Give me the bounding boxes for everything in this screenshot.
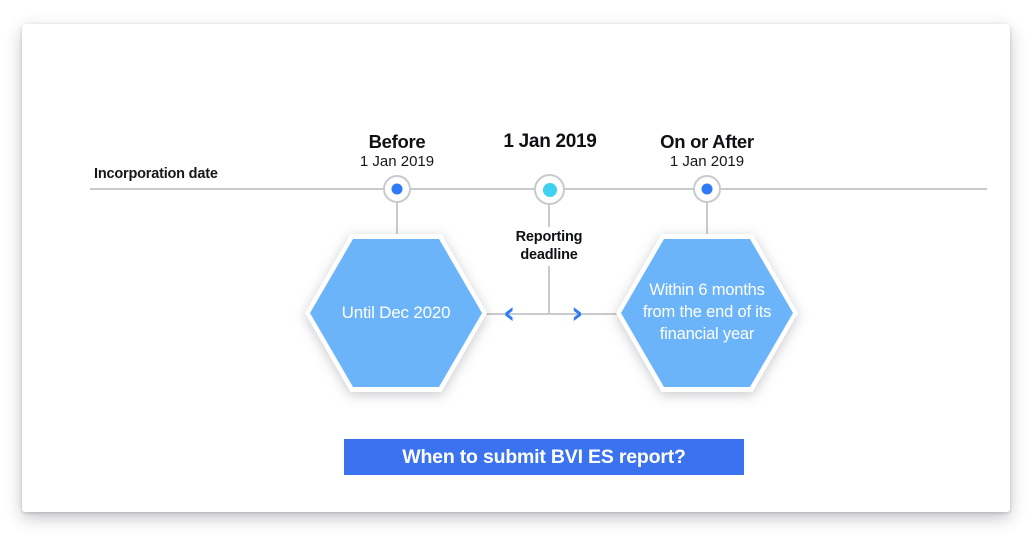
reporting-deadline-line2: deadline bbox=[520, 246, 578, 263]
hexagon-text-right: Within 6 months from the end of its fina… bbox=[629, 280, 785, 345]
hexagon-text-right-line2: from the end of its bbox=[642, 303, 772, 322]
axis-label-incorporation-date: Incorporation date bbox=[94, 166, 218, 182]
hexagon-text-left-line1: Until Dec 2020 bbox=[341, 302, 451, 322]
hexagon-fill-left: Until Dec 2020 bbox=[310, 239, 482, 387]
hexagon-outline-right: Within 6 months from the end of its fina… bbox=[616, 234, 798, 392]
milestone-title-on-or-after: On or After bbox=[660, 131, 754, 152]
milestone-dot-on-or-after bbox=[701, 183, 713, 195]
hexagon-fill-right: Within 6 months from the end of its fina… bbox=[621, 239, 793, 387]
question-banner: When to submit BVI ES report? bbox=[344, 439, 744, 475]
milestone-marker-before[interactable] bbox=[383, 175, 411, 203]
milestone-dot-before bbox=[391, 183, 403, 195]
milestone-title-on-date: 1 Jan 2019 bbox=[503, 131, 597, 152]
stem-line-left bbox=[396, 203, 398, 239]
hexagon-outline-left: Until Dec 2020 bbox=[305, 234, 487, 392]
milestone-caption-before: Before 1 Jan 2019 bbox=[317, 131, 477, 172]
reporting-deadline-line1: Reporting bbox=[515, 229, 583, 245]
chevron-left-icon: ‹ bbox=[503, 296, 516, 331]
milestone-subtitle-on-or-after: 1 Jan 2019 bbox=[669, 153, 745, 171]
stem-line-right bbox=[706, 203, 708, 239]
hexagon-text-left: Until Dec 2020 bbox=[328, 302, 465, 324]
milestone-caption-on-date: 1 Jan 2019 bbox=[470, 131, 630, 153]
milestone-title-before: Before bbox=[368, 131, 426, 152]
connector-line-left bbox=[482, 313, 549, 315]
hexagon-text-right-line3: financial year bbox=[659, 324, 755, 343]
hexagon-text-right-line1: Within 6 months bbox=[649, 281, 765, 300]
connector-line-right bbox=[549, 313, 619, 315]
milestone-caption-on-or-after: On or After 1 Jan 2019 bbox=[627, 131, 787, 172]
milestone-marker-on-date[interactable] bbox=[534, 174, 565, 205]
milestone-dot-on-date bbox=[542, 182, 557, 197]
hexagon-until-dec-2020: Until Dec 2020 bbox=[305, 234, 487, 392]
chevron-right-icon: › bbox=[571, 296, 584, 331]
hexagon-within-6-months: Within 6 months from the end of its fina… bbox=[616, 234, 798, 392]
milestone-subtitle-before: 1 Jan 2019 bbox=[359, 153, 435, 171]
milestone-marker-on-or-after[interactable] bbox=[693, 175, 721, 203]
reporting-deadline-label: Reporting deadline bbox=[479, 227, 619, 267]
question-banner-text: When to submit BVI ES report? bbox=[402, 445, 686, 468]
infographic-card: Incorporation date Before 1 Jan 2019 1 J… bbox=[22, 24, 1010, 512]
